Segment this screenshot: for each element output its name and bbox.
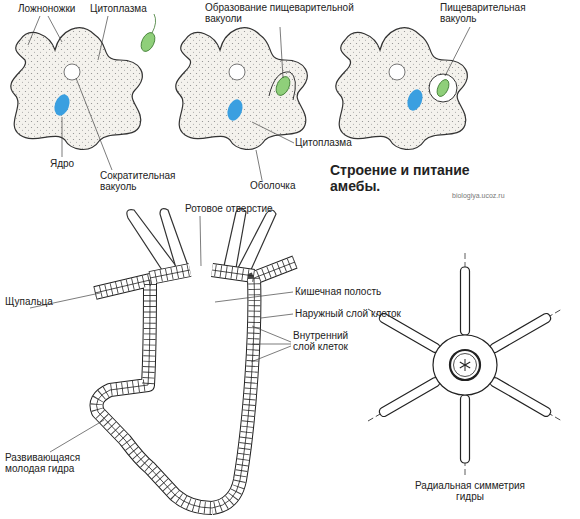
mouth-ring: [454, 354, 477, 377]
body-outline: [433, 335, 497, 395]
body-wall: [95, 262, 295, 508]
part-label: Ядро: [50, 158, 90, 169]
amoeba-cell: [176, 28, 307, 150]
center-star: [460, 359, 470, 371]
leader-line: [445, 27, 470, 76]
amoeba-cell: [11, 14, 158, 149]
leader-line: [252, 344, 291, 345]
part-label: Пищеварительная вакуоль: [440, 2, 532, 24]
leader-line: [48, 16, 62, 42]
leader-lines: [30, 216, 293, 452]
contractile-vacuole: [64, 64, 80, 80]
part-label: Развивающаяся молодая гидра: [5, 452, 105, 474]
layer-boundary: [150, 270, 254, 278]
tentacle: [238, 210, 276, 272]
hydra-section: [30, 209, 295, 509]
symmetry-axes: [368, 253, 562, 477]
tentacle-spoke: [489, 312, 552, 354]
tentacle-spoke: [489, 376, 552, 418]
wall-outline: [212, 262, 295, 508]
leader-line: [280, 27, 283, 78]
layer-boundary: [95, 280, 212, 508]
mouth-lip: [150, 270, 254, 278]
amoeba-body: [336, 28, 467, 150]
part-label: Цитоплазма: [295, 137, 365, 148]
wall-fill: [212, 262, 295, 508]
cell-walls: [150, 270, 254, 278]
nucleus: [405, 87, 426, 112]
radial-symmetry: [368, 253, 562, 477]
part-label: Цитоплазма: [90, 3, 160, 14]
leader-lines: [28, 16, 470, 180]
tentacle-spoke: [461, 395, 470, 463]
contractile-vacuole: [389, 64, 405, 80]
part-label: Ложноножки: [18, 3, 98, 14]
tentacle-spokes: [378, 267, 552, 463]
star-ray: [460, 362, 470, 368]
tentacle: [160, 209, 188, 268]
diagram-title: Строение и питание амебы.: [330, 162, 480, 194]
cell-walls: [95, 280, 212, 508]
wall-outline: [95, 280, 212, 508]
star-ray: [460, 362, 470, 368]
tentacle-spoke: [378, 376, 441, 418]
nucleus: [225, 97, 246, 122]
contractile-vacuole: [229, 64, 245, 80]
tentacle-spoke: [461, 267, 470, 335]
leader-line: [256, 150, 262, 180]
flagellum: [152, 14, 156, 33]
mouth-lip: [150, 270, 254, 278]
leader-line: [261, 314, 293, 318]
leader-line: [76, 78, 112, 170]
amoeba-body: [11, 28, 142, 150]
mouth-ring: [450, 350, 480, 380]
digestive-vacuole: [429, 74, 457, 102]
part-label: Образование пищеварительной вакуоли: [205, 2, 355, 24]
leader-line: [251, 346, 291, 362]
food-organism: [435, 78, 452, 99]
amoeba-cell: [336, 28, 467, 150]
leader-line: [62, 117, 63, 157]
part-label: Щупальца: [5, 296, 75, 307]
leader-line: [28, 16, 40, 45]
leader-line: [200, 216, 201, 266]
part-label: Ротовое отверстие: [185, 203, 295, 214]
part-label: Наружный слой клеток: [295, 308, 425, 319]
food-organism: [138, 30, 157, 53]
part-label: Кишечная полость: [295, 286, 405, 297]
leader-line: [98, 16, 108, 60]
amoeba-body: [176, 28, 307, 150]
leader-line: [252, 122, 294, 143]
watermark: biologiya.ucoz.ru: [452, 192, 532, 200]
forming-vacuole: [269, 72, 295, 100]
part-label: Внутренний слой клеток: [293, 330, 351, 352]
layer-boundary: [212, 262, 295, 508]
wall-fill: [95, 280, 212, 508]
nucleus: [52, 92, 73, 117]
part-label: Оболочка: [250, 180, 310, 191]
cell-walls: [212, 262, 295, 508]
leader-line: [252, 326, 291, 342]
part-label: Сократительная вакуоль: [100, 170, 182, 192]
figure-caption: Радиальная симметрия гидры: [400, 480, 540, 502]
leader-line: [50, 420, 104, 452]
leader-line: [215, 292, 293, 302]
